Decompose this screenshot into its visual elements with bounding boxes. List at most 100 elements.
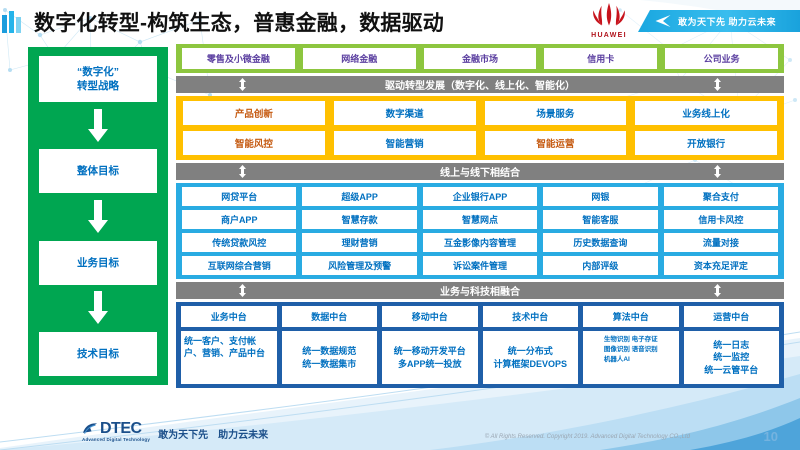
bg-capital-adequacy[interactable]: 资本充足评定	[663, 256, 779, 275]
business-line-corporate[interactable]: 公司业务	[665, 48, 778, 69]
platform-body-line2: 统一监控	[713, 352, 750, 363]
goal-open-banking[interactable]: 开放银行	[635, 131, 777, 155]
platform-body-line1: 统一日志	[713, 340, 750, 351]
strategy-step-label: 业务目标	[77, 256, 119, 269]
huawei-flower-icon	[593, 2, 625, 26]
up-down-arrow-icon	[239, 165, 246, 178]
bg-image-content-management[interactable]: 互金影像内容管理	[422, 233, 538, 252]
bg-online-banking[interactable]: 网银	[543, 187, 658, 206]
strategy-step-tech-goal[interactable]: 技术目标	[39, 331, 157, 376]
ribbon-text: 敢为天下先 助力云未来	[678, 16, 777, 27]
slide-title-bar: 数字化转型-构筑生态，普惠金融，数据驱动	[0, 6, 560, 38]
platform-tech-middle-office: 技术中台 统一分布式 计算框架DEVOPS	[482, 306, 578, 384]
platform-body: 统一移动开发平台 多APP统一投放	[382, 331, 478, 384]
goal-digital-channel[interactable]: 数字渠道	[333, 101, 476, 125]
strategy-column: “数字化” 转型战略 整体目标 业务目标 技术目标	[28, 47, 168, 385]
strategy-step-overall-goal[interactable]: 整体目标	[39, 149, 157, 194]
up-down-arrow-icon	[239, 78, 246, 91]
goal-business-online[interactable]: 业务线上化	[635, 101, 777, 125]
bg-smart-branch[interactable]: 智慧网点	[422, 210, 538, 229]
bg-smart-customer-service[interactable]: 智能客服	[543, 210, 658, 229]
platform-title[interactable]: 技术中台	[482, 306, 578, 327]
page-number: 10	[763, 429, 778, 444]
platform-body: 统一数据规范 统一数据集市	[281, 331, 377, 384]
strategy-step-label: 技术目标	[77, 347, 119, 360]
business-lines-band: 零售及小微金融 网络金融 金融市场 信用卡 公司业务	[176, 44, 784, 73]
platform-body: 统一日志 统一监控 统一云管平台	[683, 331, 779, 384]
dtec-name: DTEC	[100, 420, 142, 437]
business-line-internet-finance[interactable]: 网络金融	[302, 48, 416, 69]
platform-body-line2: 计算框架DEVOPS	[493, 358, 567, 369]
dtec-slogan: 敢为天下先 助力云未来	[158, 430, 269, 441]
bg-online-lending-platform[interactable]: 网贷平台	[182, 187, 297, 206]
connector-bar-drive: 驱动转型发展（数字化、线上化、智能化）	[176, 76, 784, 93]
platform-body-line1: 统一数据规范	[302, 346, 357, 357]
connector-bar-label: 业务与科技相融合	[440, 287, 520, 298]
bg-traditional-loan-risk[interactable]: 传统贷款风控	[182, 233, 297, 252]
platform-algorithm-middle-office: 算法中台 生物识别 电子存证 图像识别 语音识别 机器人AI	[583, 306, 679, 384]
platform-body-line3: 机器人AI	[603, 355, 630, 363]
bg-internet-integrated-marketing[interactable]: 互联网综合营销	[182, 256, 297, 275]
bg-aggregate-payment[interactable]: 聚合支付	[663, 187, 779, 206]
bg-internal-rating[interactable]: 内部评级	[543, 256, 658, 275]
down-arrow-icon-3	[88, 285, 108, 332]
platform-title[interactable]: 业务中台	[181, 306, 277, 327]
business-goals-band: 网贷平台 超级APP 企业银行APP 网银 聚合支付 商户APP 智慧存款 智慧…	[176, 183, 784, 279]
business-goals-row-2: 商户APP 智慧存款 智慧网点 智能客服 信用卡风控	[182, 210, 779, 229]
huawei-logo: HUAWEI	[580, 2, 638, 40]
bg-risk-management-warning[interactable]: 风险管理及预警	[302, 256, 417, 275]
connector-bar-fusion: 业务与科技相融合	[176, 282, 784, 299]
strategy-step-label-line1: “数字化”	[77, 65, 119, 78]
platform-body-line2: 多APP统一投放	[397, 358, 462, 369]
up-down-arrow-icon	[714, 165, 721, 178]
platform-mobile-middle-office: 移动中台 统一移动开发平台 多APP统一投放	[382, 306, 478, 384]
overall-goals-row-2: 智能风控 智能营销 智能运营 开放银行	[183, 131, 777, 155]
business-line-credit-card[interactable]: 信用卡	[544, 48, 658, 69]
goal-product-innovation[interactable]: 产品创新	[183, 101, 325, 125]
platform-business-middle-office: 业务中台 统一客户、支付帐户、营销、产品中台	[181, 306, 277, 384]
platform-title[interactable]: 数据中台	[281, 306, 377, 327]
huawei-tagline-ribbon: 敢为天下先 助力云未来	[638, 10, 800, 32]
platform-title[interactable]: 移动中台	[382, 306, 478, 327]
bg-corporate-bank-app[interactable]: 企业银行APP	[422, 187, 538, 206]
paper-plane-icon	[655, 15, 671, 27]
platform-body-line1: 统一分布式	[507, 346, 553, 357]
bg-super-app[interactable]: 超级APP	[302, 187, 417, 206]
bg-merchant-app[interactable]: 商户APP	[182, 210, 297, 229]
goal-smart-operation[interactable]: 智能运营	[484, 131, 627, 155]
goal-smart-risk-control[interactable]: 智能风控	[183, 131, 325, 155]
dtec-branding: DTEC Advanced Digital Technology 敢为天下先 助…	[82, 420, 268, 442]
platform-title[interactable]: 运营中台	[683, 306, 779, 327]
business-line-retail-micro[interactable]: 零售及小微金融	[182, 48, 295, 69]
goal-smart-marketing[interactable]: 智能营销	[333, 131, 476, 155]
strategy-step-business-goal[interactable]: 业务目标	[39, 240, 157, 285]
platform-body: 统一客户、支付帐户、营销、产品中台	[181, 331, 277, 384]
page-title: 数字化转型-构筑生态，普惠金融，数据驱动	[34, 12, 444, 35]
bg-wealth-marketing[interactable]: 理财营销	[302, 233, 417, 252]
business-goals-row-1: 网贷平台 超级APP 企业银行APP 网银 聚合支付	[182, 187, 779, 206]
dtec-subtitle: Advanced Digital Technology	[82, 437, 151, 442]
up-down-arrow-icon	[714, 78, 721, 91]
huawei-wordmark: HUAWEI	[591, 32, 627, 39]
goal-scenario-service[interactable]: 场景服务	[484, 101, 627, 125]
platform-data-middle-office: 数据中台 统一数据规范 统一数据集市	[281, 306, 377, 384]
business-goals-row-4: 互联网综合营销 风险管理及预警 诉讼案件管理 内部评级 资本充足评定	[182, 256, 779, 275]
content-stack: 零售及小微金融 网络金融 金融市场 信用卡 公司业务 驱动转型发展（数字化、线上…	[176, 44, 784, 388]
business-goals-row-3: 传统贷款风控 理财营销 互金影像内容管理 历史数据查询 流量对接	[182, 233, 779, 252]
slide-footer: DTEC Advanced Digital Technology 敢为天下先 助…	[0, 404, 800, 450]
platform-body-line2: 图像识别 语音识别	[603, 345, 658, 353]
business-line-financial-market[interactable]: 金融市场	[423, 48, 537, 69]
platform-title[interactable]: 算法中台	[583, 306, 679, 327]
platform-body-line2: 统一数据集市	[302, 358, 357, 369]
copyright-text: © All Rights Reserved. Copyright 2019. A…	[484, 434, 690, 440]
platform-body: 生物识别 电子存证 图像识别 语音识别 机器人AI	[583, 331, 679, 384]
up-down-arrow-icon	[239, 284, 246, 297]
bg-credit-card-risk-control[interactable]: 信用卡风控	[663, 210, 779, 229]
tech-platforms-band: 业务中台 统一客户、支付帐户、营销、产品中台 数据中台 统一数据规范 统一数据集…	[176, 302, 784, 388]
bg-litigation-case-management[interactable]: 诉讼案件管理	[422, 256, 538, 275]
strategy-step-digital-transformation[interactable]: “数字化” 转型战略	[39, 56, 157, 102]
title-bars-icon	[2, 11, 28, 33]
bg-historical-data-query[interactable]: 历史数据查询	[543, 233, 658, 252]
bg-traffic-docking[interactable]: 流量对接	[663, 233, 779, 252]
bg-smart-deposit[interactable]: 智慧存款	[302, 210, 417, 229]
